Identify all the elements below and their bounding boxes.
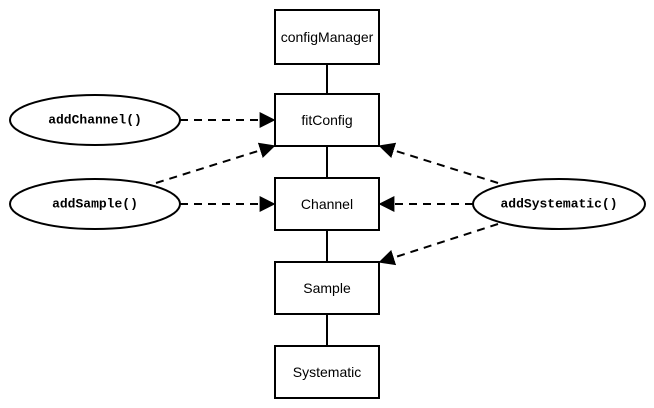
class-box-fitconfig: fitConfig xyxy=(274,93,380,147)
function-label-addchannel: addChannel() xyxy=(48,113,142,128)
class-box-configmanager: configManager xyxy=(274,9,380,65)
arrow-addsystematic-sample xyxy=(378,223,499,266)
class-box-sample: Sample xyxy=(274,261,380,315)
function-ellipse-addsystematic: addSystematic() xyxy=(472,178,646,230)
class-label-channel: Channel xyxy=(301,196,353,212)
class-label-systematic: Systematic xyxy=(293,364,361,380)
class-label-sample: Sample xyxy=(303,280,351,296)
class-box-channel: Channel xyxy=(274,177,380,231)
class-label-configmanager: configManager xyxy=(281,29,374,45)
function-label-addsample: addSample() xyxy=(52,197,138,212)
class-label-fitconfig: fitConfig xyxy=(301,112,352,128)
arrow-addsystematic-fitconfig xyxy=(378,142,499,184)
function-ellipse-addsample: addSample() xyxy=(9,178,181,230)
class-box-systematic: Systematic xyxy=(274,345,380,399)
arrow-addsample-fitconfig xyxy=(155,142,276,184)
function-ellipse-addchannel: addChannel() xyxy=(9,94,181,146)
function-label-addsystematic: addSystematic() xyxy=(500,197,617,212)
